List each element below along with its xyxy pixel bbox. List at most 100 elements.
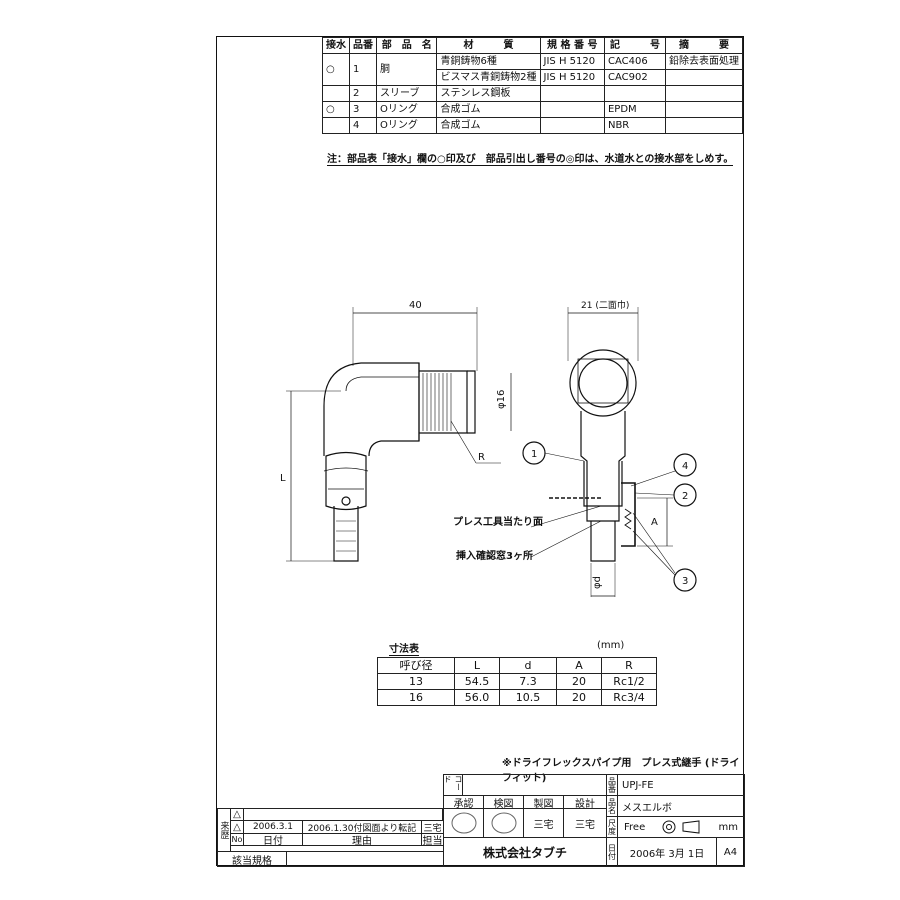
dim-row: 16 56.0 10.5 20 Rc3/4 (377, 689, 657, 706)
dim-header: 呼び径 (377, 657, 455, 674)
parts-row: ○ 3 Oリング 合成ゴム EPDM (322, 101, 744, 118)
stamp-approve (443, 808, 484, 838)
section-detail (621, 482, 636, 547)
rev-date: 2006.3.1 (252, 822, 294, 832)
female-socket (418, 363, 468, 441)
socket-inner-circle (578, 358, 628, 408)
label-R: R (478, 452, 485, 463)
rev-date-header: 日付 (243, 833, 303, 847)
drawing-sheet: 接水 品番 部 品 名 材 質 規 格 番 号 記 号 摘 要 ○ 1 胴 青銅… (216, 36, 745, 867)
dim-40-label: 40 (409, 300, 422, 311)
dim-header-row: 呼び径 L d A R (377, 657, 657, 674)
cell: ○ (322, 53, 350, 86)
unit-value: mm (718, 821, 738, 833)
rev-mark-cell: △ (230, 820, 244, 834)
stamp-check (483, 808, 524, 838)
parts-header-row: 接水 品番 部 品 名 材 質 規 格 番 号 記 号 摘 要 (322, 37, 744, 54)
side-body (580, 411, 626, 522)
balloon-1-text: 1 (531, 449, 537, 460)
history-label-cell: 来歴 (217, 808, 231, 852)
date-col-label: 日付 (263, 836, 283, 847)
label-press-face: プレス工具当たり面 (453, 515, 543, 528)
history-label: 来歴 (218, 821, 229, 839)
code-label: コード (443, 775, 463, 791)
scale-cell: Free mm (617, 816, 745, 838)
dim-header: R (601, 657, 657, 674)
leader-press (530, 505, 602, 528)
parts-row: ビスマス青銅鋳物2種 JIS H 5120 CAC902 (323, 69, 744, 86)
oring-zigzag (624, 508, 632, 530)
product-no: UPJ-FE (622, 779, 654, 791)
role-label: 製図 (533, 798, 554, 810)
dim-L-label: L (280, 473, 286, 484)
approval-stamp-icon (451, 812, 476, 834)
cell: Rc1/2 (601, 673, 657, 690)
socket-outer-circle (569, 349, 637, 417)
product-subtitle: ※ドライフレックスパイプ用 プレス式継手 (ドライフィット) (502, 758, 740, 784)
dim-table-title: 寸法表 (389, 640, 419, 656)
leader-R (450, 420, 477, 464)
side-sleeve (583, 461, 623, 507)
company-name: 株式会社タブチ (482, 845, 567, 860)
role-approve: 承認 (443, 795, 484, 810)
scale-value: Free (624, 821, 646, 833)
inspection-window (341, 496, 351, 506)
sleeve-outline (325, 451, 367, 511)
cell: Oリング (375, 117, 438, 134)
no-label: No (231, 835, 243, 844)
cell: 56.0 (454, 689, 500, 706)
cell: 合成ゴム (436, 117, 541, 134)
reason-col-label: 理由 (352, 836, 372, 847)
cell (539, 117, 605, 134)
size-cell: A4 (716, 837, 745, 867)
rev-mark: △ (233, 809, 241, 820)
rev-reason: 2006.1.30付図面より転記 (307, 823, 417, 834)
name-label: 品名 (607, 798, 617, 814)
cell: 20 (556, 673, 602, 690)
side-pipe (590, 521, 616, 562)
cell: 20 (556, 689, 602, 706)
cell: Rc3/4 (601, 689, 657, 706)
label-window: 挿入確認窓3ヶ所 (456, 549, 533, 562)
role-design: 設計 (563, 795, 607, 810)
regulation-label: 該当規格 (232, 855, 272, 867)
product-no-label: 品番 (607, 777, 617, 793)
role-name: 三宅 (575, 819, 595, 831)
rev-no-header: No (230, 833, 244, 846)
role-label: 設計 (575, 798, 595, 810)
role-name: 三宅 (533, 819, 554, 831)
dim-table-unit: (mm) (597, 640, 625, 651)
date-cell: 2006年 3月 1日 (617, 837, 717, 867)
name-cell: メスエルボ (617, 795, 745, 817)
product-name: メスエルボ (622, 802, 672, 814)
regulation-label-cell: 該当規格 (217, 851, 287, 867)
rev-reason-header: 理由 (302, 833, 422, 847)
dim-header: d (499, 657, 557, 674)
balloon-4 (673, 453, 697, 477)
socket-end (467, 370, 476, 434)
check-stamp-icon (491, 812, 516, 834)
balloon-4-text: 4 (682, 461, 688, 472)
date-label: 日付 (607, 844, 617, 860)
scale-label: 尺度 (607, 819, 617, 835)
dim-table: 呼び径 L d A R 13 54.5 7.3 20 Rc1/2 16 56.0… (377, 657, 657, 706)
role-draft: 製図 (523, 795, 564, 810)
dim-header: A (556, 657, 602, 674)
product-no-cell: UPJ-FE (617, 774, 745, 796)
rev-mark: △ (233, 821, 241, 833)
leader-window (530, 520, 602, 558)
stamp-design: 三宅 (563, 808, 607, 838)
dim-phid-label: φd (592, 576, 603, 589)
paper-size: A4 (723, 846, 738, 858)
socket-hex (577, 358, 629, 404)
person-col-label: 担当 (422, 836, 443, 847)
code-value (462, 774, 607, 796)
balloon-3 (673, 568, 697, 592)
cell: 10.5 (499, 689, 557, 706)
parts-table: 接水 品番 部 品 名 材 質 規 格 番 号 記 号 摘 要 ○ 1 胴 青銅… (322, 37, 744, 134)
elbow-body-outline (323, 362, 420, 457)
code-cell: コード (443, 774, 463, 796)
issue-date: 2006年 3月 1日 (629, 848, 705, 860)
sleeve-band (323, 467, 369, 472)
role-label: 承認 (453, 798, 474, 810)
